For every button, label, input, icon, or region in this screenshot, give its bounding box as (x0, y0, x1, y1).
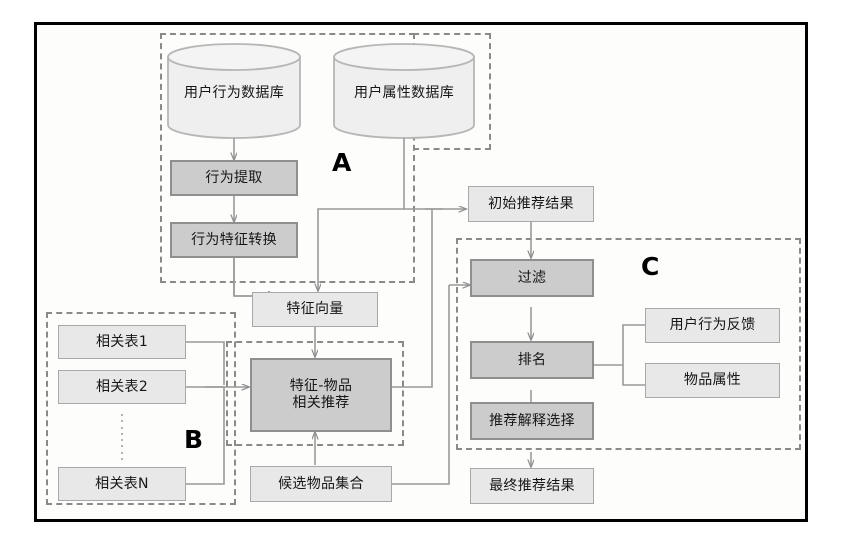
group-box-a-extension (413, 33, 491, 150)
node-relation-table-n[interactable]: 相关表N (58, 467, 186, 501)
node-feature-item-recommend[interactable]: 特征-物品 相关推荐 (250, 358, 392, 432)
node-relation-table-2[interactable]: 相关表2 (58, 370, 186, 404)
node-recommend-explain-select[interactable]: 推荐解释选择 (470, 402, 594, 440)
node-item-attribute[interactable]: 物品属性 (645, 363, 780, 398)
node-behavior-feature-transform[interactable]: 行为特征转换 (170, 222, 298, 258)
node-user-behavior-feedback[interactable]: 用户行为反馈 (645, 308, 780, 343)
node-relation-table-1[interactable]: 相关表1 (58, 325, 186, 359)
group-box-c (456, 238, 801, 450)
node-filter[interactable]: 过滤 (470, 259, 594, 297)
node-ranking[interactable]: 排名 (470, 341, 594, 379)
node-initial-recommend-result[interactable]: 初始推荐结果 (468, 186, 594, 222)
node-candidate-item-set[interactable]: 候选物品集合 (250, 466, 392, 502)
group-label-b: B (184, 425, 204, 454)
node-feature-vector[interactable]: 特征向量 (252, 292, 378, 327)
group-box-b (46, 312, 236, 505)
datastore-label-user-behavior-db: 用户行为数据库 (183, 85, 285, 101)
group-label-a: A (332, 148, 352, 177)
node-final-recommend-result[interactable]: 最终推荐结果 (470, 468, 594, 504)
node-behavior-extract[interactable]: 行为提取 (170, 160, 298, 196)
relation-table-ellipsis-icon (120, 414, 124, 460)
group-box-a (160, 33, 415, 283)
datastore-label-user-attribute-db: 用户属性数据库 (353, 85, 455, 101)
group-label-c: C (641, 252, 660, 281)
